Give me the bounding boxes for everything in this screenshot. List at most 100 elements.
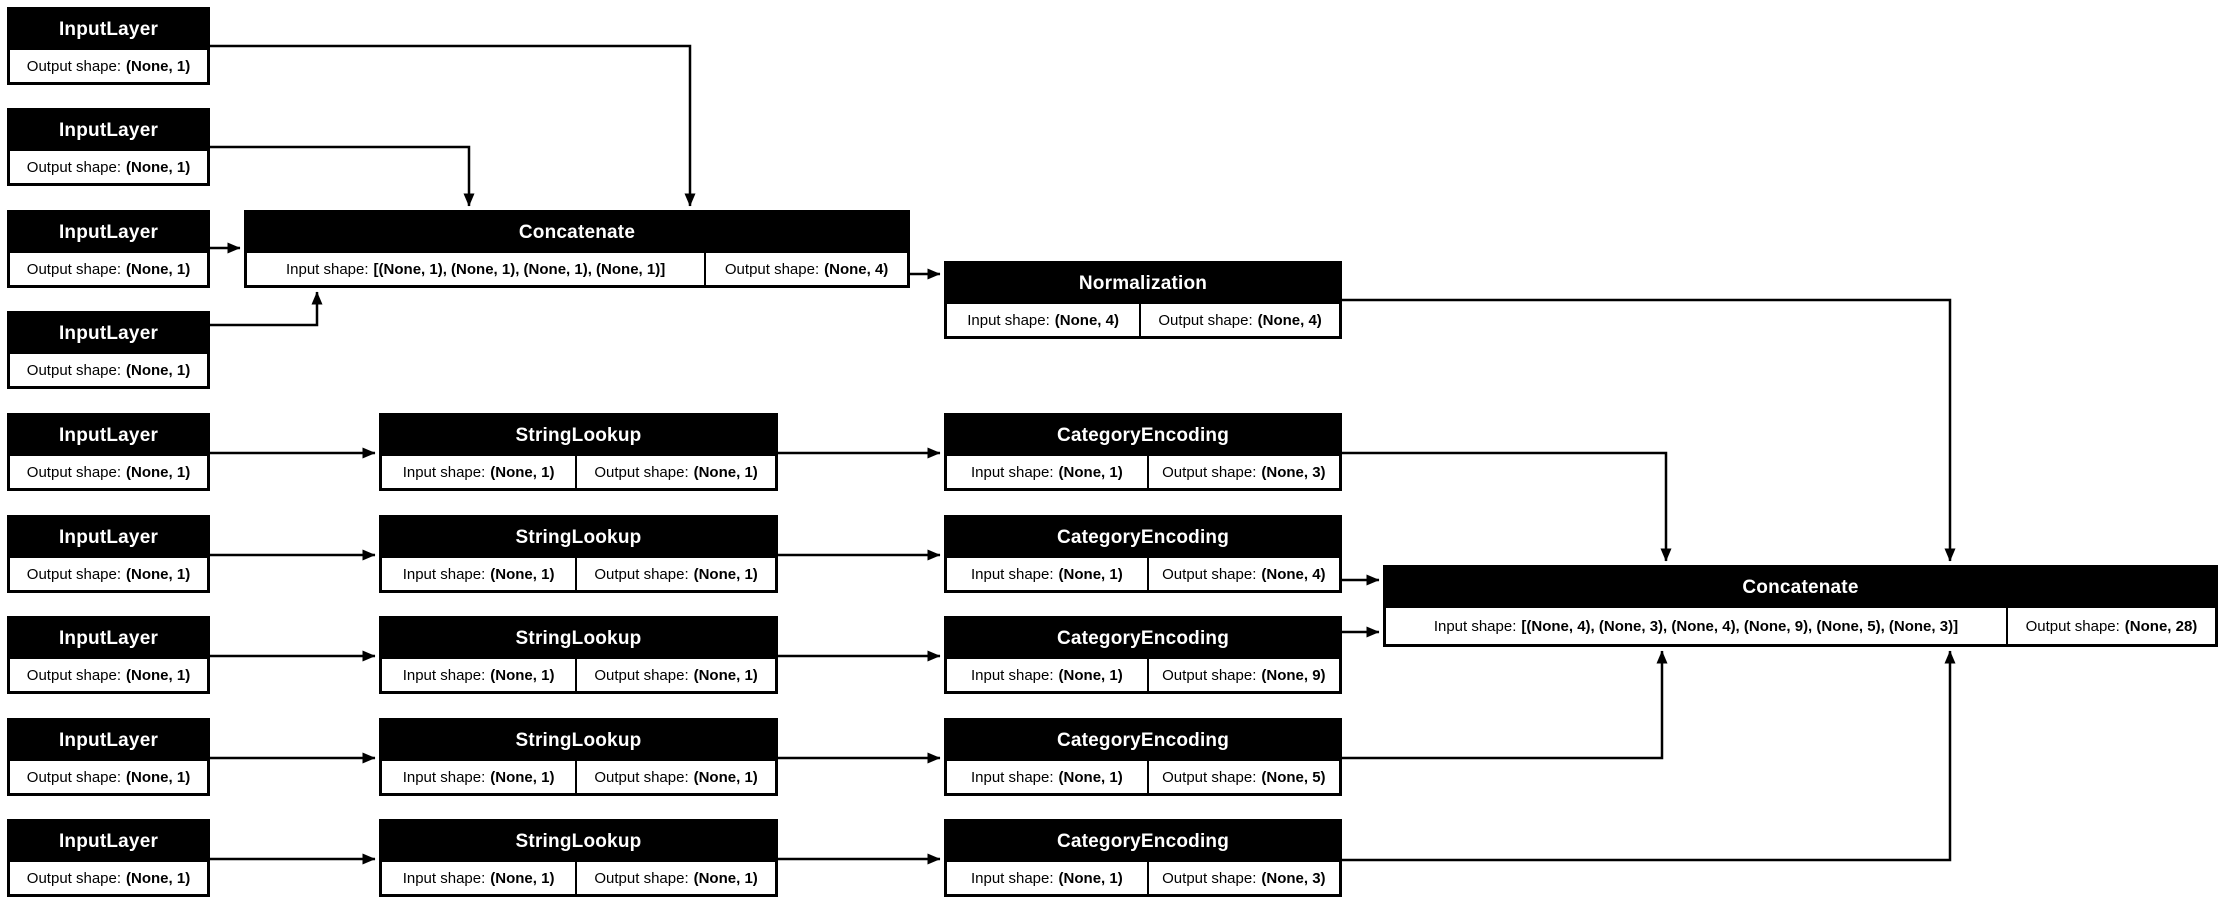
shape-value: (None, 1) bbox=[693, 463, 758, 481]
node-cell: Output shape:(None, 5) bbox=[1146, 761, 1339, 793]
node-body: Input shape:(None, 1)Output shape:(None,… bbox=[947, 761, 1339, 793]
shape-label: Output shape: bbox=[2025, 617, 2120, 635]
shape-value: (None, 4) bbox=[1054, 311, 1119, 329]
node-title: CategoryEncoding bbox=[947, 721, 1339, 761]
shape-value: (None, 4) bbox=[1257, 311, 1322, 329]
shape-value: (None, 1) bbox=[693, 565, 758, 583]
node-body: Input shape:(None, 1)Output shape:(None,… bbox=[947, 456, 1339, 488]
node-cell: Output shape:(None, 4) bbox=[704, 253, 907, 285]
node-title: StringLookup bbox=[382, 416, 775, 456]
node-title: InputLayer bbox=[10, 518, 207, 558]
node-title: CategoryEncoding bbox=[947, 518, 1339, 558]
shape-label: Output shape: bbox=[26, 869, 122, 887]
shape-value: (None, 1) bbox=[126, 57, 191, 75]
node-body: Input shape:(None, 1)Output shape:(None,… bbox=[382, 761, 775, 793]
edge-category-encoding-1-to-concatenate-2 bbox=[1342, 451, 1672, 562]
node-title: StringLookup bbox=[382, 518, 775, 558]
node-cell: Output shape:(None, 1) bbox=[10, 253, 207, 285]
node-cell: Input shape:(None, 1) bbox=[947, 659, 1147, 691]
node-body: Input shape:(None, 1)Output shape:(None,… bbox=[382, 862, 775, 894]
shape-label: Input shape: bbox=[402, 565, 486, 583]
shape-label: Output shape: bbox=[594, 666, 689, 684]
shape-label: Input shape: bbox=[970, 565, 1054, 583]
shape-value: (None, 28) bbox=[2124, 617, 2198, 635]
node-cell: Input shape:(None, 1) bbox=[947, 862, 1147, 894]
node-cell: Input shape:(None, 1) bbox=[382, 862, 576, 894]
node-cell: Output shape:(None, 1) bbox=[10, 659, 207, 691]
shape-value: (None, 1) bbox=[490, 768, 555, 786]
shape-label: Input shape: bbox=[402, 666, 486, 684]
shape-value: (None, 3) bbox=[1261, 869, 1326, 887]
shape-label: Input shape: bbox=[402, 463, 486, 481]
node-title: InputLayer bbox=[10, 213, 207, 253]
shape-value: (None, 1) bbox=[490, 666, 555, 684]
node-cell: Input shape:(None, 1) bbox=[947, 558, 1147, 590]
shape-value: (None, 5) bbox=[1261, 768, 1326, 786]
shape-label: Output shape: bbox=[26, 565, 122, 583]
node-cell: Output shape:(None, 1) bbox=[575, 456, 775, 488]
node-cell: Input shape:(None, 1) bbox=[382, 659, 576, 691]
shape-value: [(None, 4), (None, 3), (None, 4), (None,… bbox=[1521, 617, 1959, 635]
shape-value: (None, 1) bbox=[693, 869, 758, 887]
node-cell: Input shape:(None, 1) bbox=[947, 761, 1147, 793]
shape-value: (None, 4) bbox=[1261, 565, 1326, 583]
node-body: Input shape:(None, 1)Output shape:(None,… bbox=[382, 456, 775, 488]
node-title: InputLayer bbox=[10, 416, 207, 456]
shape-value: (None, 9) bbox=[1261, 666, 1326, 684]
shape-label: Output shape: bbox=[1158, 311, 1253, 329]
shape-label: Output shape: bbox=[1162, 768, 1257, 786]
node-body: Output shape:(None, 1) bbox=[10, 253, 207, 285]
node-title: InputLayer bbox=[10, 822, 207, 862]
node-cell: Output shape:(None, 1) bbox=[575, 761, 775, 793]
shape-label: Input shape: bbox=[1433, 617, 1517, 635]
edge-input-layer-1-to-concatenate-1 bbox=[210, 44, 696, 207]
node-body: Input shape:(None, 1) Output shape:(None,… bbox=[947, 558, 1339, 590]
shape-value: (None, 1) bbox=[126, 361, 191, 379]
shape-label: Output shape: bbox=[1162, 666, 1257, 684]
node-body: Output shape:(None, 1) bbox=[10, 50, 207, 82]
edge-category-encoding-5-to-concatenate-2 bbox=[1342, 650, 1956, 862]
shape-label: Output shape: bbox=[724, 260, 820, 278]
node-title: StringLookup bbox=[382, 619, 775, 659]
shape-label: Output shape: bbox=[1162, 565, 1257, 583]
shape-label: Output shape: bbox=[26, 463, 122, 481]
node-body: Output shape:(None, 1) bbox=[10, 354, 207, 386]
node-body: Output shape:(None, 1) bbox=[10, 151, 207, 183]
shape-value: (None, 1) bbox=[1058, 869, 1123, 887]
node-title: StringLookup bbox=[382, 822, 775, 862]
node-body: Output shape:(None, 1) bbox=[10, 558, 207, 590]
shape-value: (None, 1) bbox=[126, 768, 191, 786]
node-cell: Output shape:(None, 1) bbox=[10, 50, 207, 82]
node-body: Input shape:[(None, 4), (None, 3), (None… bbox=[1386, 608, 2215, 644]
shape-value: (None, 1) bbox=[490, 565, 555, 583]
shape-label: Output shape: bbox=[594, 565, 689, 583]
node-title: CategoryEncoding bbox=[947, 416, 1339, 456]
node-title: InputLayer bbox=[10, 721, 207, 761]
node-cell: Output shape:(None, 1) bbox=[10, 761, 207, 793]
shape-label: Input shape: bbox=[967, 311, 1050, 329]
shape-value: [(None, 1), (None, 1), (None, 1), (None,… bbox=[373, 260, 666, 278]
shape-value: (None, 1) bbox=[490, 869, 555, 887]
node-body: Input shape:(None, 4)Output shape:(None,… bbox=[947, 304, 1339, 336]
shape-value: (None, 1) bbox=[693, 768, 758, 786]
node-cell: Input shape:[(None, 1), (None, 1), (None… bbox=[247, 253, 705, 285]
node-cell: Output shape:(None, 28) bbox=[2005, 608, 2215, 644]
shape-value: (None, 1) bbox=[490, 463, 555, 481]
shape-value: (None, 1) bbox=[693, 666, 758, 684]
node-title: InputLayer bbox=[10, 10, 207, 50]
node-body: Output shape:(None, 1) bbox=[10, 862, 207, 894]
